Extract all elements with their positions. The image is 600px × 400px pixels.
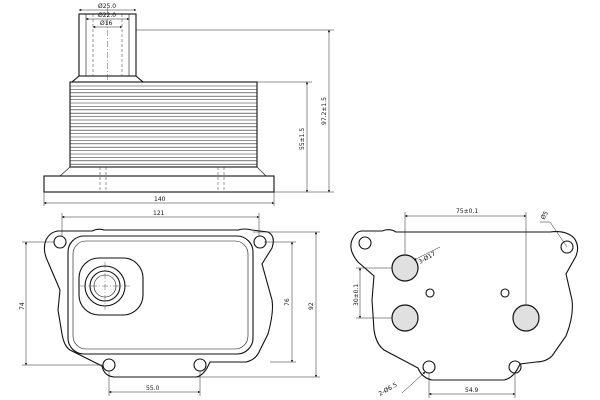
hv-bolt-top-left: [358, 236, 372, 250]
dim-h-left: 74: [19, 302, 26, 310]
port-upper-left: [391, 254, 419, 282]
hole-view-outline: [350, 229, 579, 381]
dim-hv-v-spacing: 30±0.1: [353, 284, 360, 306]
dim-h-total: 97.2±1.5: [321, 97, 328, 125]
dim-d-inner: Ø16: [100, 20, 113, 27]
hv-bolt-bottom-left: [422, 360, 436, 374]
port-lower-left: [391, 304, 419, 332]
dim-hv-w-top: 75±0.1: [456, 208, 478, 215]
bolt-hole-bottom-right: [193, 358, 207, 372]
bolt-hole-bottom-left: [102, 358, 116, 372]
dim-hv-hole-big: 3-Ø17: [418, 250, 438, 265]
small-hole-right: [500, 288, 510, 298]
dim-d-outer: Ø25.0: [98, 3, 116, 10]
hole-view: 75±0.1 Ø5 3-Ø17 30±0.1 2-Ø6.5 54.9: [350, 208, 579, 398]
dim-hv-corner: Ø5: [540, 210, 550, 221]
base-plate: [43, 175, 275, 193]
dim-w-total: 140: [154, 196, 166, 203]
pipe-port-boss: [78, 257, 144, 316]
dim-h-mid: 76: [284, 298, 291, 306]
cooling-fins: [70, 85, 257, 165]
flange-outline: [43, 228, 274, 378]
small-hole-left: [425, 288, 435, 298]
dim-w-inner: 121: [153, 210, 165, 217]
core-plate-outer: [67, 235, 254, 355]
hv-bolt-top-right: [560, 240, 574, 254]
port-lower-right: [512, 304, 540, 332]
dim-hv-w-bottom: 54.9: [465, 387, 479, 394]
core-plate-inner: [72, 240, 249, 350]
front-view: 121 74 76 92 55.0: [19, 210, 320, 396]
bolt-hole-top-left: [53, 235, 67, 249]
dim-h-right: 92: [308, 302, 315, 310]
dim-d-mid: Ø22.0: [98, 12, 116, 19]
core-body: [69, 81, 258, 168]
dim-w-bottom: 55.0: [146, 385, 160, 392]
dim-hv-hole-small: 2-Ø6.5: [378, 381, 399, 397]
side-view: Ø25.0 Ø22.0 Ø16 55±1.5 97.2±1.5 140: [43, 3, 334, 206]
dim-h-core: 55±1.5: [299, 128, 306, 150]
